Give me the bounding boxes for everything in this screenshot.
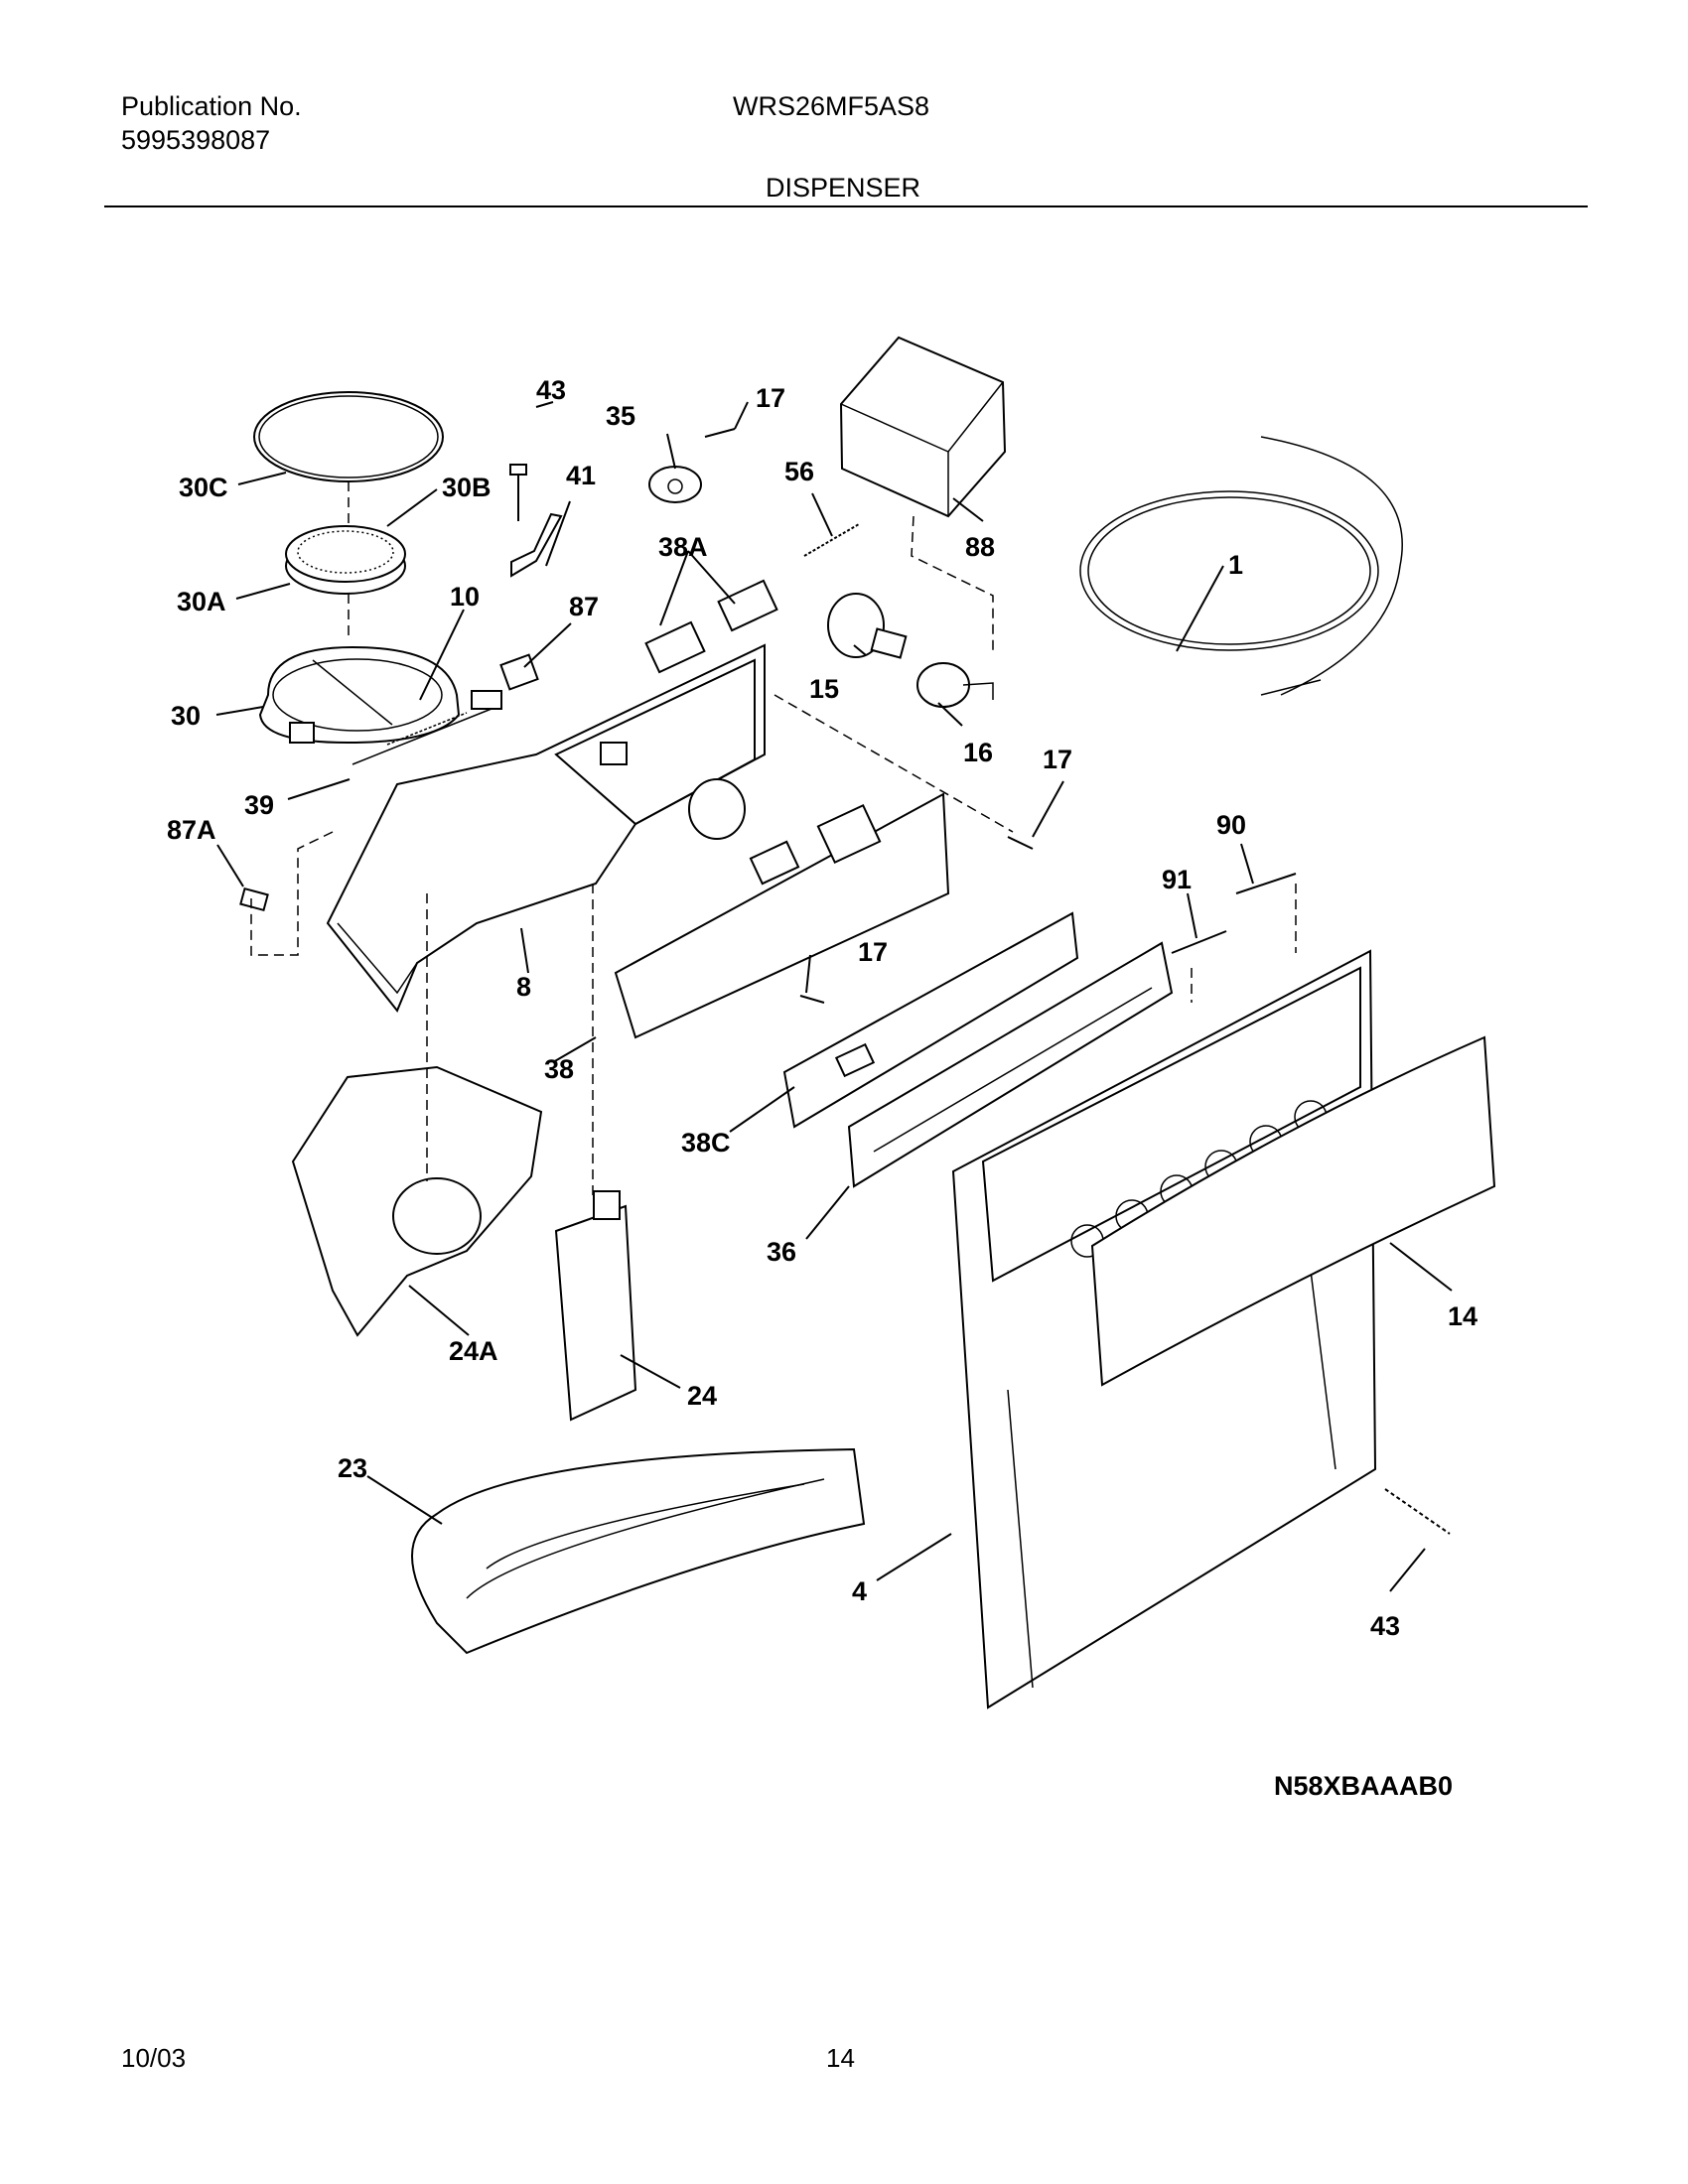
part-16-socket: [916, 662, 994, 708]
part-1-tubing: [1079, 436, 1403, 696]
part-38-control-board: [614, 792, 950, 1039]
part-30-ice-door: [258, 645, 502, 765]
callout-35: 35: [606, 401, 635, 431]
callout-10: 10: [450, 582, 480, 612]
section-title: DISPENSER: [766, 173, 921, 203]
part-17-screw-mid: [1007, 836, 1034, 850]
part-90-pin: [1235, 873, 1297, 894]
callout-90: 90: [1216, 810, 1246, 840]
callout-24a: 24A: [449, 1336, 498, 1366]
publication-label: Publication No.: [121, 91, 302, 121]
part-8-housing: [326, 643, 766, 1013]
part-38c-board: [782, 911, 1079, 1129]
model-number: WRS26MF5AS8: [733, 91, 930, 121]
part-17-screw-low: [799, 995, 825, 1004]
callout-17-top: 17: [756, 383, 785, 413]
part-23-drip-tray: [411, 1447, 866, 1655]
callout-43-bottom: 43: [1370, 1611, 1400, 1641]
part-14-cover: [1090, 1035, 1496, 1387]
part-36-actuator-bar: [847, 941, 1174, 1188]
callout-23: 23: [338, 1453, 367, 1483]
part-30c-gasket: [253, 391, 444, 482]
part-38a-switch-left: [644, 620, 706, 674]
part-15-bulb: [827, 593, 908, 659]
part-24a-chute: [291, 1065, 543, 1337]
callout-39: 39: [244, 790, 274, 820]
callout-41: 41: [566, 461, 596, 490]
callout-87: 87: [569, 592, 599, 621]
footer-page-number: 14: [826, 2043, 855, 2073]
callout-30b: 30B: [442, 473, 492, 502]
callout-91: 91: [1162, 865, 1192, 894]
callout-38a: 38A: [658, 532, 708, 562]
callout-38: 38: [544, 1054, 574, 1084]
callout-88: 88: [965, 532, 995, 562]
part-17-screw-top: [704, 428, 736, 438]
callout-30a: 30A: [177, 587, 226, 616]
part-88-module: [839, 336, 1007, 518]
callout-56: 56: [784, 457, 814, 486]
part-87a-clip: [239, 887, 269, 912]
publication-number: 5995398087: [121, 125, 271, 155]
callout-30: 30: [171, 701, 201, 731]
footer-date: 10/03: [121, 2043, 187, 2073]
part-56-screw: [803, 523, 860, 557]
callout-4: 4: [852, 1576, 867, 1606]
header-divider: [104, 205, 1588, 207]
callout-36: 36: [767, 1237, 796, 1267]
leader-lines: [215, 401, 1453, 1592]
part-43-screw-top: [509, 464, 527, 521]
part-41-bracket: [510, 512, 563, 578]
callout-87a: 87A: [167, 815, 216, 845]
callout-1: 1: [1228, 550, 1243, 580]
callout-8: 8: [516, 972, 531, 1002]
callout-17-mid: 17: [1043, 745, 1072, 774]
callout-17-low: 17: [858, 937, 888, 967]
callout-15: 15: [809, 674, 839, 704]
callout-24: 24: [687, 1381, 717, 1411]
part-24-flap: [554, 1190, 637, 1422]
callout-38c: 38C: [681, 1128, 731, 1158]
diagram-code: N58XBAAAB0: [1274, 1771, 1454, 1801]
callout-16: 16: [963, 738, 993, 767]
part-30a-filter-housing: [285, 525, 406, 595]
part-35-switch: [648, 466, 702, 503]
callout-14: 14: [1448, 1301, 1477, 1331]
callout-30c: 30C: [179, 473, 228, 502]
part-38a-switch-right: [717, 579, 778, 632]
part-91-pin: [1171, 930, 1227, 954]
part-43-screw-bottom: [1384, 1488, 1451, 1535]
callout-43-top: 43: [536, 375, 566, 405]
